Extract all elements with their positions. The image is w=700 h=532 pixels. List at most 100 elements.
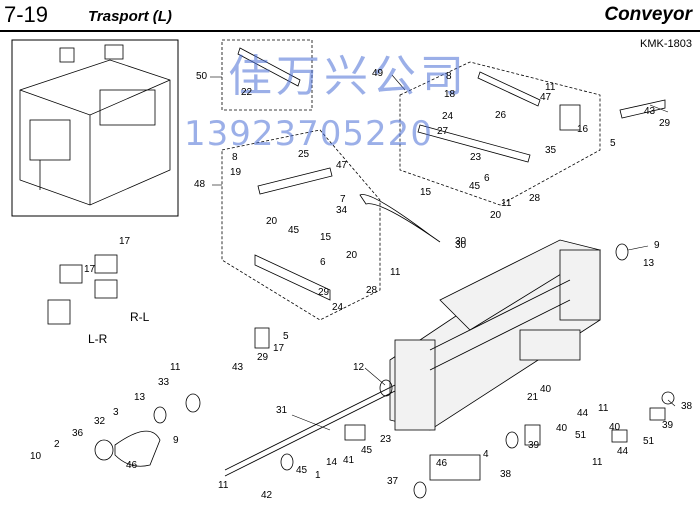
callout: 36 bbox=[72, 428, 84, 439]
conveyor-frame bbox=[389, 239, 602, 431]
callout: 16 bbox=[577, 124, 589, 135]
callout: 17 bbox=[273, 343, 285, 354]
callout: 11 bbox=[545, 82, 556, 93]
callout: 51 bbox=[643, 436, 655, 447]
callout: 34 bbox=[336, 205, 348, 216]
callout: 38 bbox=[500, 469, 512, 480]
callout: 33 bbox=[158, 377, 170, 388]
callout: 29 bbox=[257, 352, 269, 363]
callout: 39 bbox=[662, 420, 674, 431]
callout: 2 bbox=[54, 439, 60, 450]
callout: 12 bbox=[353, 362, 365, 373]
machine-overview-frame bbox=[11, 39, 179, 217]
callout: 23 bbox=[470, 152, 482, 163]
callout: 13 bbox=[643, 258, 655, 269]
callout: 8 bbox=[232, 152, 238, 163]
callout: 31 bbox=[276, 405, 288, 416]
callout: 17 bbox=[84, 264, 96, 275]
callout: 11 bbox=[390, 267, 401, 278]
leader-lines bbox=[210, 74, 676, 431]
callout: 21 bbox=[527, 392, 539, 403]
callout: 11 bbox=[598, 403, 609, 414]
callout: 48 bbox=[194, 179, 206, 190]
callout: 46 bbox=[126, 460, 138, 471]
callout: 47 bbox=[540, 92, 552, 103]
callout: 26 bbox=[495, 110, 507, 121]
callout: 7 bbox=[340, 194, 346, 205]
document-code: KMK-1803 bbox=[640, 38, 692, 50]
callout: 24 bbox=[332, 302, 344, 313]
callout: 47 bbox=[336, 160, 348, 171]
callout: 45 bbox=[296, 465, 308, 476]
callout: 20 bbox=[266, 216, 278, 227]
callout: 40 bbox=[556, 423, 568, 434]
callout: 30 bbox=[455, 240, 467, 251]
callout: 4 bbox=[483, 449, 489, 460]
callout: 35 bbox=[545, 145, 557, 156]
callout: 5 bbox=[610, 138, 616, 149]
callout: 5 bbox=[283, 331, 289, 342]
watermark-phone-number: 13923705220 bbox=[184, 114, 433, 154]
group-48 bbox=[221, 129, 381, 321]
callout: 44 bbox=[577, 408, 589, 419]
callout: 41 bbox=[343, 455, 355, 466]
callout: 28 bbox=[529, 193, 541, 204]
header-rule bbox=[0, 30, 700, 32]
part-drawings bbox=[47, 47, 675, 499]
watermark-company-name: 佳万兴公司 bbox=[228, 51, 468, 102]
callout: 9 bbox=[654, 240, 660, 251]
callout: 17 bbox=[119, 236, 131, 247]
callout: 32 bbox=[94, 416, 106, 427]
callout: 40 bbox=[540, 384, 552, 395]
callout: 45 bbox=[469, 181, 481, 192]
callout: 18 bbox=[444, 89, 456, 100]
callout: 30 bbox=[455, 236, 467, 247]
callout: 44 bbox=[617, 446, 629, 457]
callout: 43 bbox=[232, 362, 244, 373]
callout: 22 bbox=[241, 87, 253, 98]
callout: 10 bbox=[30, 451, 42, 462]
callout: 38 bbox=[681, 401, 693, 412]
callout: 51 bbox=[575, 430, 587, 441]
callout: 6 bbox=[320, 257, 326, 268]
callout: 43 bbox=[644, 106, 656, 117]
callout: 8 bbox=[446, 71, 452, 82]
callout: 20 bbox=[490, 210, 502, 221]
callout: 46 bbox=[436, 458, 448, 469]
callout: 40 bbox=[609, 422, 621, 433]
group-50 bbox=[221, 39, 313, 111]
callout: 45 bbox=[361, 445, 373, 456]
assembly-groups bbox=[221, 39, 601, 321]
category-label: Conveyor bbox=[604, 4, 692, 25]
callout: 39 bbox=[528, 440, 540, 451]
callout: 15 bbox=[420, 187, 432, 198]
callout: 50 bbox=[196, 71, 208, 82]
callout: 28 bbox=[366, 285, 378, 296]
callout: 11 bbox=[218, 480, 229, 491]
callout: 11 bbox=[170, 362, 181, 373]
callout: 37 bbox=[387, 476, 399, 487]
callout: 49 bbox=[372, 68, 384, 79]
callout: 11 bbox=[592, 457, 603, 468]
callout: 29 bbox=[659, 118, 671, 129]
callout: 9 bbox=[173, 435, 179, 446]
callout: 3 bbox=[113, 407, 119, 418]
callout: 45 bbox=[288, 225, 300, 236]
callout: 19 bbox=[230, 167, 242, 178]
callout: 1 bbox=[315, 470, 321, 481]
group-49 bbox=[399, 61, 601, 206]
machine-overview-drawing bbox=[19, 44, 171, 206]
callout: 24 bbox=[442, 111, 454, 122]
callout: 6 bbox=[484, 173, 490, 184]
callout: 14 bbox=[326, 457, 338, 468]
callout: 25 bbox=[298, 149, 310, 160]
view-label-l-r: L-R bbox=[88, 332, 108, 346]
section-number: 7-19 bbox=[4, 2, 49, 27]
callout: 20 bbox=[346, 250, 358, 261]
view-label-r-l: R-L bbox=[130, 310, 150, 324]
callout: 23 bbox=[380, 434, 392, 445]
section-title: Trasport (L) bbox=[88, 8, 172, 25]
callout: 11 bbox=[501, 198, 512, 209]
callout: 29 bbox=[318, 287, 330, 298]
